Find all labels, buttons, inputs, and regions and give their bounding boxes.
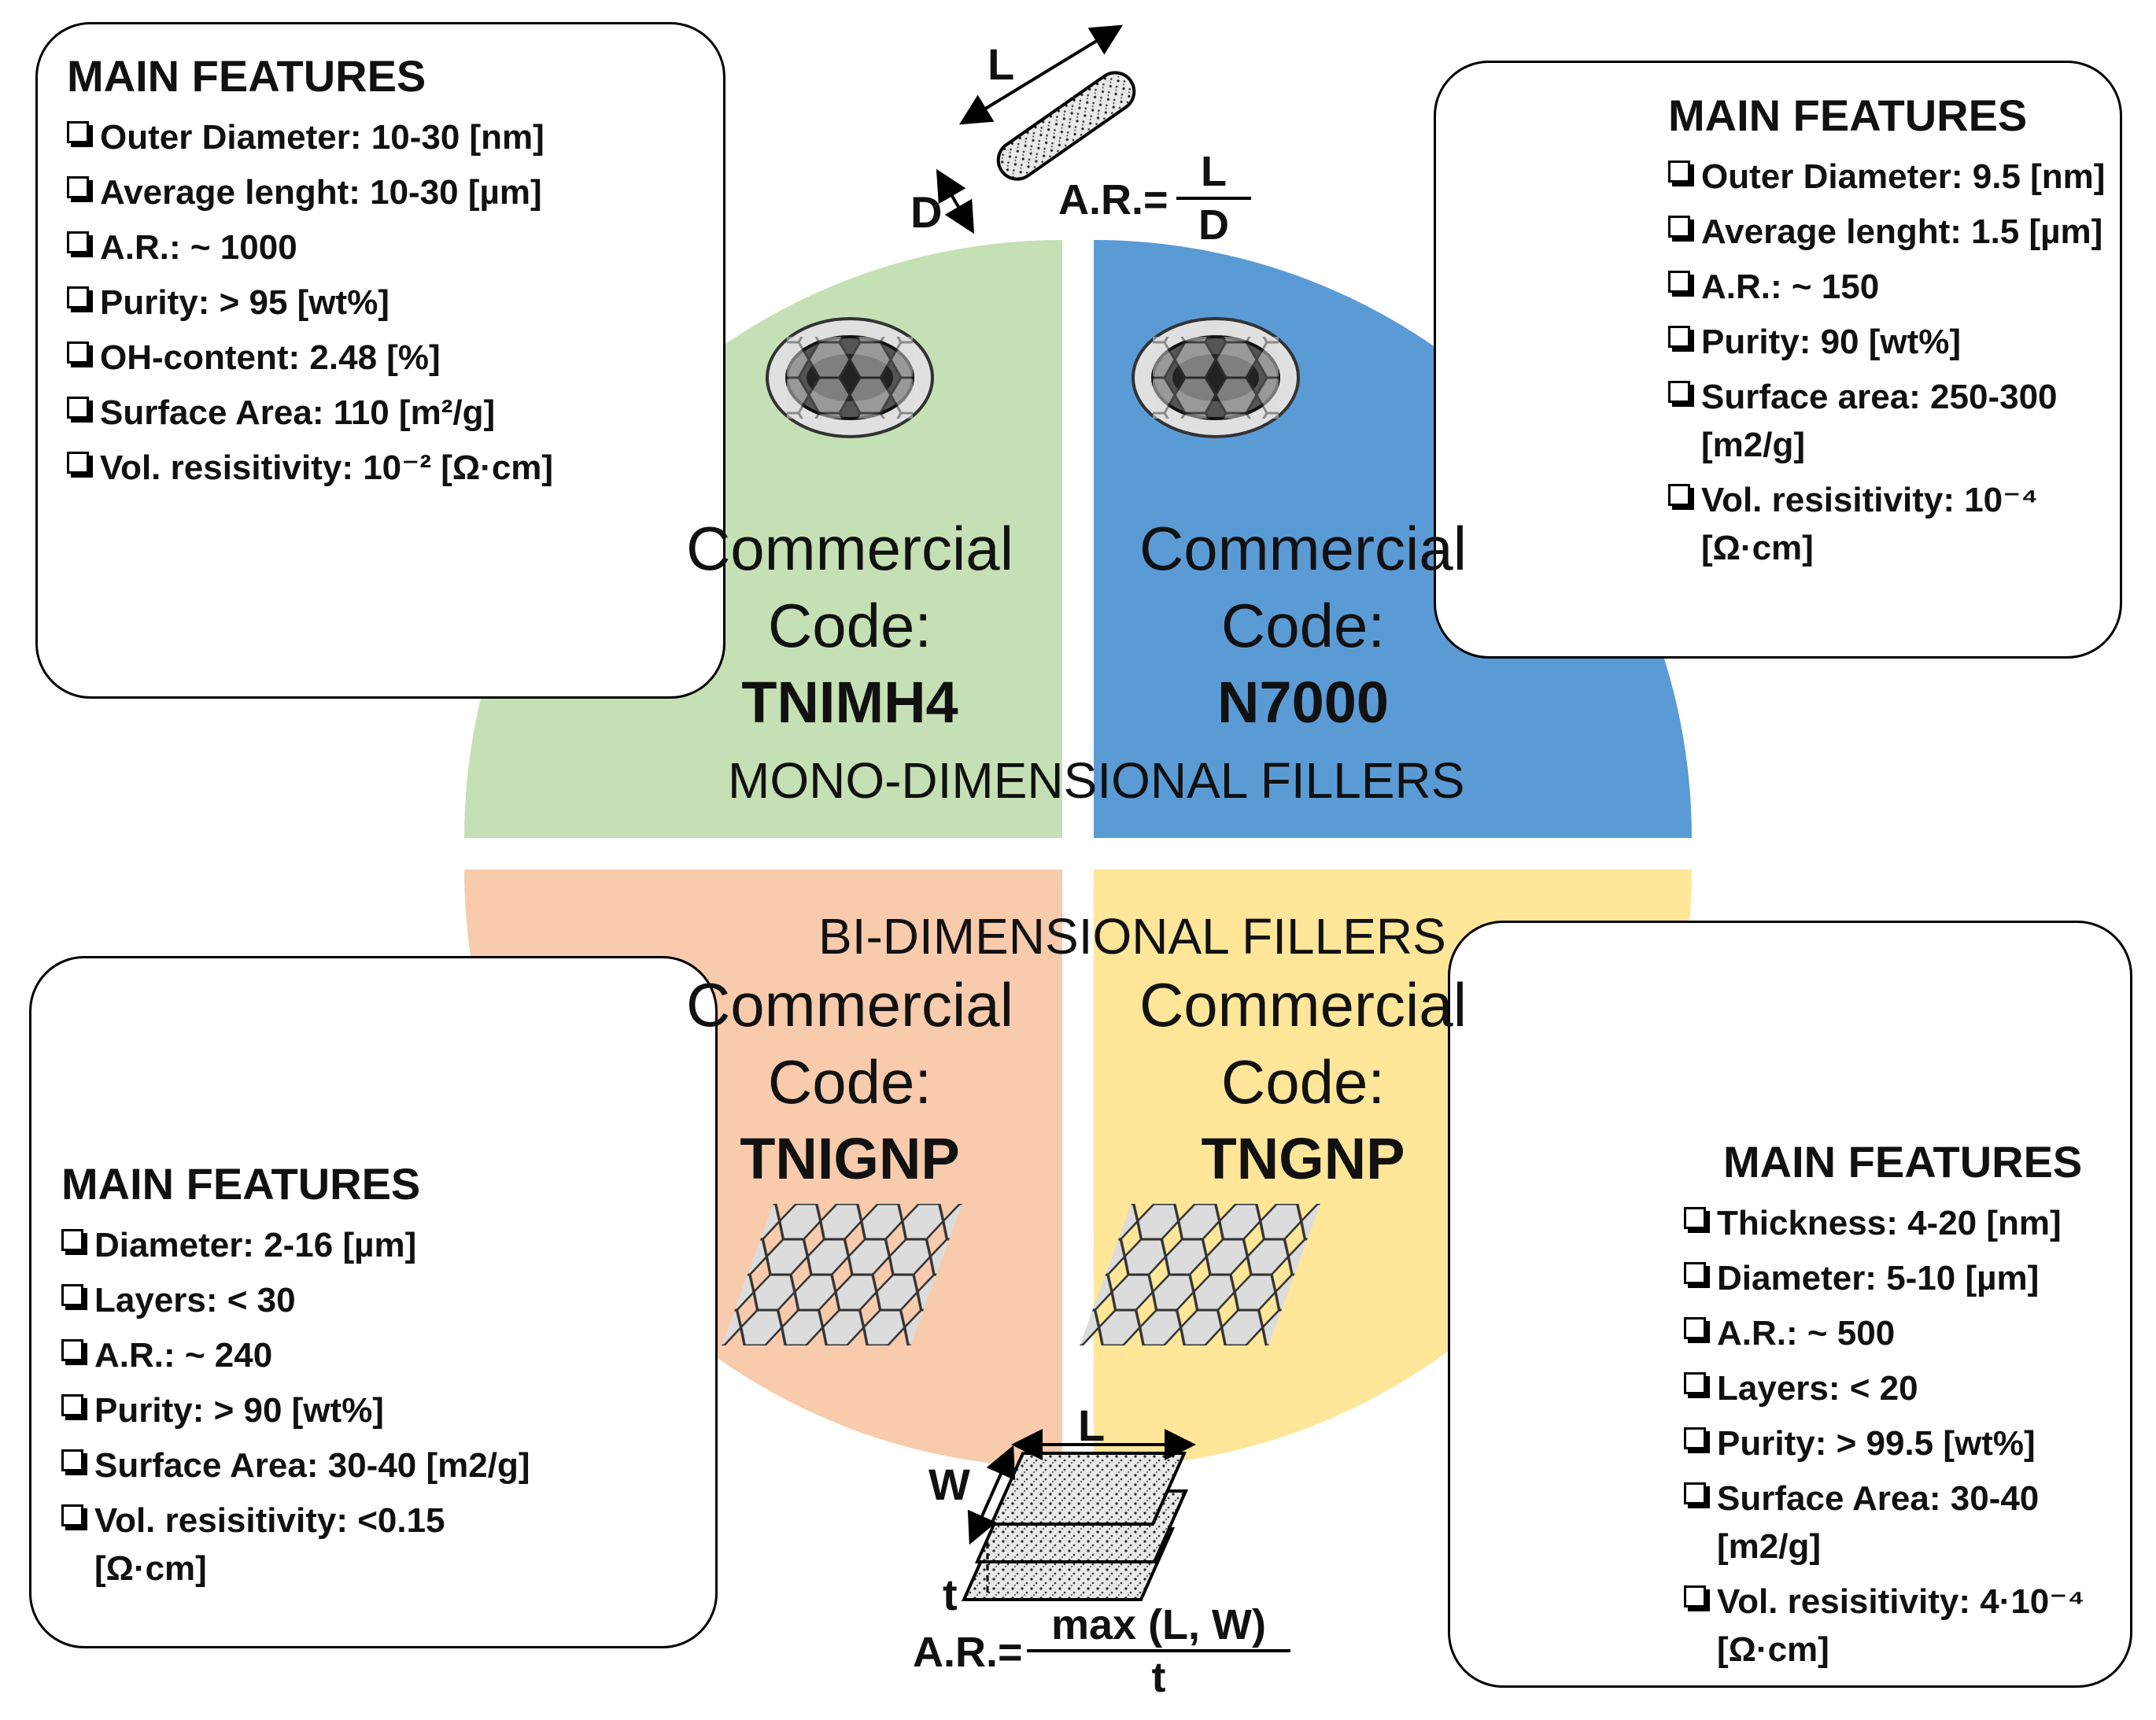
quadrant-label-top-left: Commercial Code: TNIMH4 — [614, 510, 1086, 741]
feature-list: Outer Diameter: 10-30 [nm] Average lengh… — [67, 113, 555, 492]
feature-item: Average lenght: 10-30 [µm] — [67, 168, 555, 216]
commercial-label: Commercial — [1139, 970, 1467, 1039]
feature-item: A.R.: ~ 240 — [61, 1331, 549, 1379]
feature-list: Thickness: 4-20 [nm] Diameter: 5-10 [µm]… — [1684, 1199, 2121, 1674]
feature-item: Purity: 90 [wt%] — [1668, 318, 2109, 366]
feature-item: Purity: > 90 [wt%] — [61, 1386, 549, 1434]
commercial-label: Commercial — [685, 970, 1014, 1039]
nanotube-icon — [766, 317, 934, 438]
diameter-label: D — [910, 187, 943, 237]
features-title: MAIN FEATURES — [67, 51, 426, 101]
aspect-ratio-denominator: t — [1151, 1654, 1166, 1701]
feature-item: A.R.: ~ 500 — [1684, 1309, 2121, 1357]
commercial-code: TNIMH4 — [741, 670, 958, 735]
feature-item: A.R.: ~ 1000 — [67, 223, 555, 271]
graphene-sheet-icon — [722, 1204, 962, 1345]
features-top-right: MAIN FEATURES Outer Diameter: 9.5 [nm] A… — [1668, 88, 2109, 579]
feature-item: Surface Area: 30-40 [m2/g] — [1684, 1475, 2121, 1571]
thickness-label: t — [943, 1570, 958, 1619]
quadrant-label-bottom-left: Commercial Code: TNIGNP — [614, 966, 1086, 1198]
features-top-left: MAIN FEATURES Outer Diameter: 10-30 [nm]… — [67, 49, 555, 499]
feature-item: Purity: > 95 [wt%] — [67, 279, 555, 327]
features-title: MAIN FEATURES — [1668, 90, 2028, 140]
feature-item: Outer Diameter: 10-30 [nm] — [67, 113, 555, 161]
aspect-ratio-denominator: D — [1198, 201, 1229, 249]
features-box-bottom-left — [29, 956, 718, 1648]
mono-dimensional-label: MONO-DIMENSIONAL FILLERS — [728, 752, 1465, 809]
feature-item: OH-content: 2.48 [%] — [67, 334, 555, 382]
quadrant-label-bottom-right: Commercial Code: TNGNP — [1067, 966, 1539, 1198]
features-title: MAIN FEATURES — [61, 1159, 421, 1209]
platelet-schematic — [961, 1429, 1290, 1652]
features-box-top-right — [1434, 61, 2122, 659]
feature-item: A.R.: ~ 150 — [1668, 263, 2109, 311]
commercial-label: Commercial — [1139, 514, 1467, 583]
feature-item: Layers: < 30 — [61, 1276, 549, 1324]
nanotube-icon — [1132, 317, 1300, 438]
feature-item: Vol. resisitivity: 10⁻⁴ [Ω·cm] — [1668, 476, 2109, 572]
feature-item: Outer Diameter: 9.5 [nm] — [1668, 153, 2109, 201]
commercial-code: N7000 — [1216, 670, 1390, 735]
bi-dimensional-label: BI-DIMENSIONAL FILLERS — [818, 908, 1446, 965]
feature-list: Outer Diameter: 9.5 [nm] Average lenght:… — [1668, 153, 2109, 572]
aspect-ratio-numerator: max (L, W) — [1050, 1601, 1266, 1648]
graphene-sheet-icon — [1080, 1204, 1320, 1345]
feature-item: Surface Area: 110 [m²/g] — [67, 389, 555, 437]
feature-list: Diameter: 2-16 [µm] Layers: < 30 A.R.: ~… — [61, 1221, 549, 1593]
nanotube-schematic — [936, 24, 1251, 234]
feature-item: Vol. resisitivity: 10⁻² [Ω·cm] — [67, 444, 555, 492]
feature-item: Thickness: 4-20 [nm] — [1684, 1199, 2121, 1247]
length-label: L — [988, 39, 1015, 89]
code-label: Code: — [767, 591, 932, 660]
feature-item: Vol. resisitivity: <0.15 [Ω·cm] — [61, 1497, 549, 1593]
feature-item: Layers: < 20 — [1684, 1364, 2121, 1412]
feature-item: Vol. resisitivity: 4·10⁻⁴ [Ω·cm] — [1684, 1578, 2121, 1674]
features-bottom-left: MAIN FEATURES Diameter: 2-16 [µm] Layers… — [61, 1157, 549, 1600]
code-label: Code: — [1220, 591, 1386, 660]
aspect-ratio-prefix: A.R.= — [1058, 176, 1168, 223]
feature-item: Purity: > 99.5 [wt%] — [1684, 1419, 2121, 1467]
quadrant-label-top-right: Commercial Code: N7000 — [1067, 510, 1539, 741]
length-label: L — [1078, 1401, 1106, 1450]
features-box-top-left — [35, 22, 725, 699]
code-label: Code: — [767, 1047, 932, 1117]
aspect-ratio-numerator: L — [1201, 148, 1227, 195]
feature-item: Average lenght: 1.5 [µm] — [1668, 208, 2109, 256]
commercial-label: Commercial — [685, 514, 1014, 583]
code-label: Code: — [1220, 1047, 1386, 1117]
features-bottom-right: MAIN FEATURES Thickness: 4-20 [nm] Diame… — [1684, 1135, 2121, 1681]
width-label: W — [928, 1460, 970, 1509]
commercial-code: TNGNP — [1201, 1126, 1405, 1191]
diameter-arrow — [936, 168, 975, 234]
feature-item: Surface area: 250-300 [m2/g] — [1668, 373, 2109, 469]
feature-item: Diameter: 5-10 [µm] — [1684, 1254, 2121, 1302]
commercial-code: TNIGNP — [740, 1126, 960, 1191]
aspect-ratio-prefix: A.R.= — [913, 1629, 1023, 1676]
width-arrow — [967, 1445, 1016, 1545]
feature-item: Surface Area: 30-40 [m2/g] — [61, 1441, 549, 1489]
length-arrow — [958, 24, 1124, 125]
platelet-layer — [988, 1452, 1187, 1526]
features-title: MAIN FEATURES — [1723, 1137, 2083, 1187]
features-box-bottom-right — [1448, 921, 2132, 1688]
feature-item: Diameter: 2-16 [µm] — [61, 1221, 549, 1269]
